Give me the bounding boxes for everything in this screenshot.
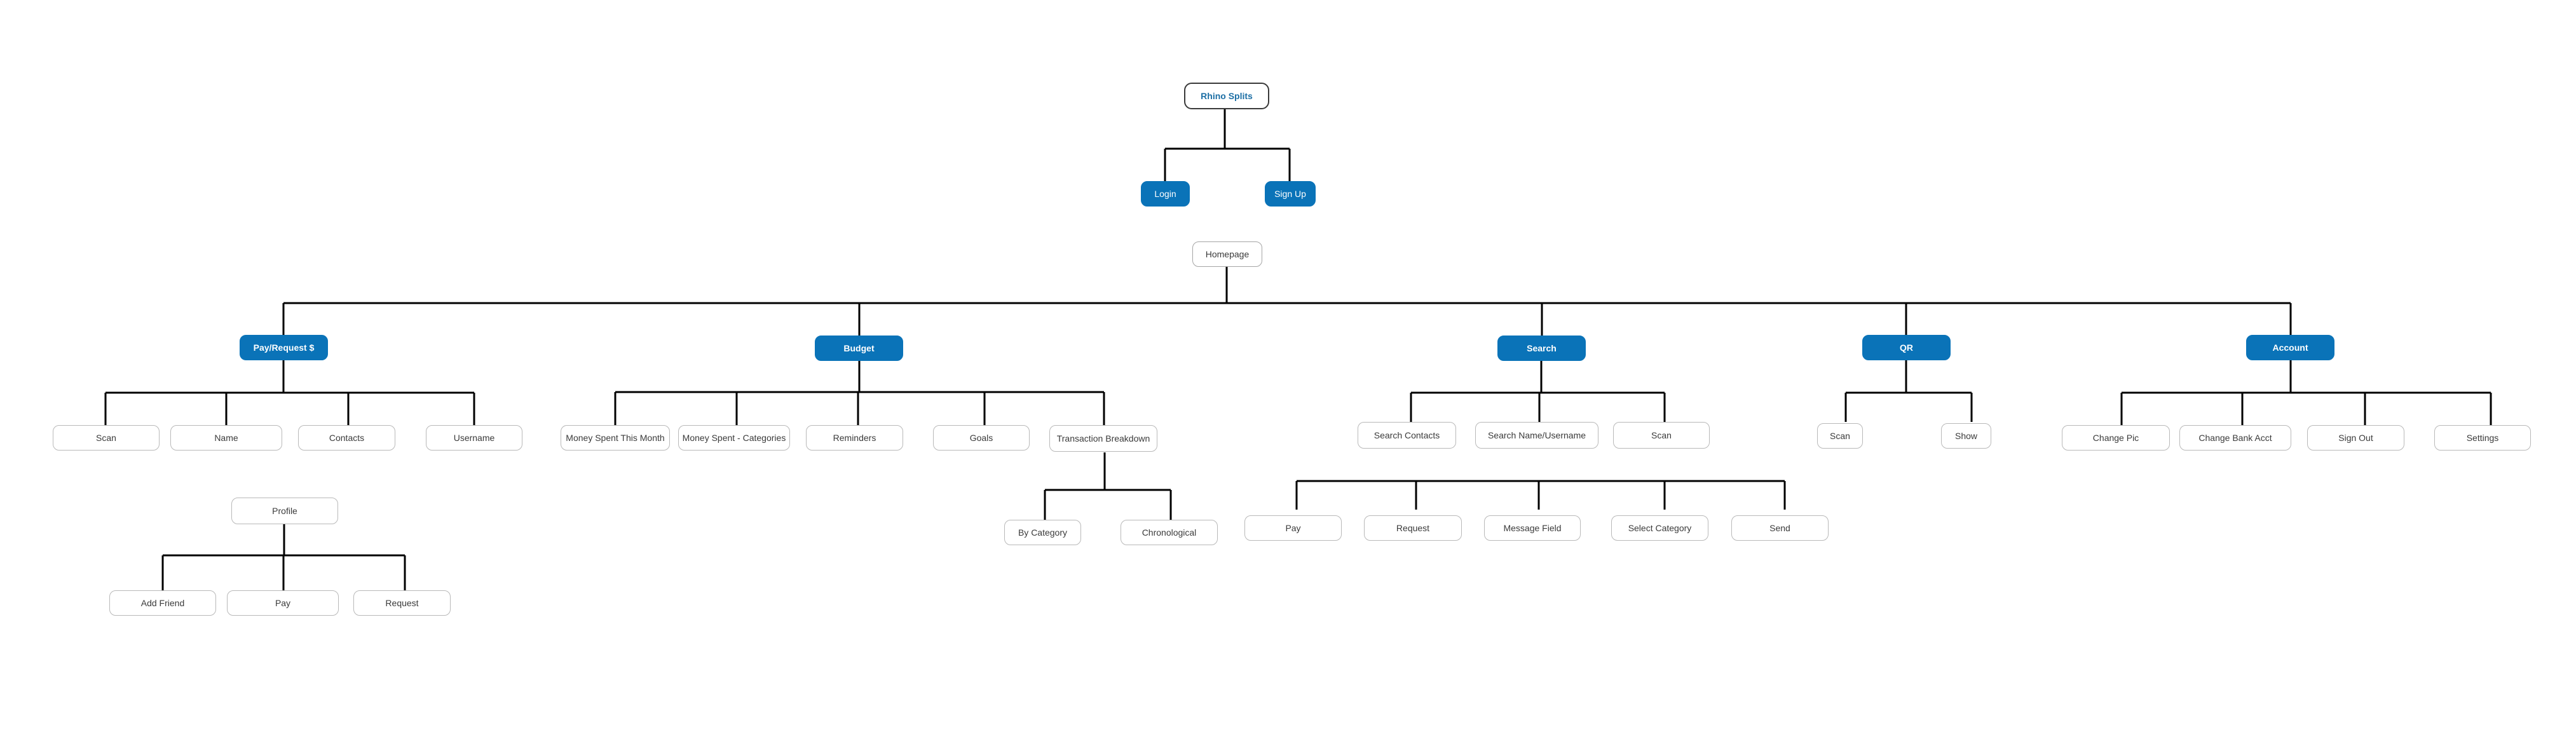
profile-add-friend-node[interactable]: Add Friend	[109, 590, 216, 616]
search-action-request-node[interactable]: Request	[1364, 515, 1462, 541]
search-action-send-node[interactable]: Send	[1731, 515, 1829, 541]
qr-show-node[interactable]: Show	[1941, 423, 1991, 449]
account-settings-node[interactable]: Settings	[2434, 425, 2531, 451]
pay-request-node[interactable]: Pay/Request $	[240, 335, 328, 360]
connector-profile-children	[161, 524, 406, 592]
search-action-message-field-node[interactable]: Message Field	[1484, 515, 1581, 541]
search-name-username-node[interactable]: Search Name/Username	[1475, 422, 1598, 449]
pay-scan-node[interactable]: Scan	[53, 425, 160, 451]
qr-scan-node[interactable]: Scan	[1817, 423, 1863, 449]
budget-spent-month-node[interactable]: Money Spent This Month	[561, 425, 670, 451]
budget-goals-node[interactable]: Goals	[933, 425, 1030, 451]
search-contacts-node[interactable]: Search Contacts	[1358, 422, 1456, 449]
connector-budget-children	[614, 361, 1105, 425]
connector-search-actions	[1295, 480, 1786, 510]
connector-qr-children	[1844, 360, 1973, 422]
qr-node[interactable]: QR	[1862, 335, 1951, 360]
connector-account-children	[2120, 360, 2492, 425]
search-scan-node[interactable]: Scan	[1613, 422, 1710, 449]
pay-name-node[interactable]: Name	[170, 425, 282, 451]
budget-transaction-breakdown-node[interactable]: Transaction Breakdown	[1049, 425, 1157, 452]
profile-pay-node[interactable]: Pay	[227, 590, 339, 616]
breakdown-chronological-node[interactable]: Chronological	[1121, 520, 1218, 545]
login-button[interactable]: Login	[1141, 181, 1190, 207]
budget-spent-categories-node[interactable]: Money Spent - Categories	[678, 425, 790, 451]
profile-request-node[interactable]: Request	[353, 590, 451, 616]
account-sign-out-node[interactable]: Sign Out	[2307, 425, 2404, 451]
account-node[interactable]: Account	[2246, 335, 2334, 360]
search-action-select-category-node[interactable]: Select Category	[1611, 515, 1708, 541]
connector-home-sections	[282, 267, 2292, 336]
search-action-pay-node[interactable]: Pay	[1244, 515, 1342, 541]
pay-username-node[interactable]: Username	[426, 425, 522, 451]
budget-node[interactable]: Budget	[815, 336, 903, 361]
account-change-bank-node[interactable]: Change Bank Acct	[2179, 425, 2291, 451]
profile-node[interactable]: Profile	[231, 498, 338, 524]
budget-reminders-node[interactable]: Reminders	[806, 425, 903, 451]
breakdown-by-category-node[interactable]: By Category	[1004, 520, 1081, 545]
root-node[interactable]: Rhino Splits	[1184, 83, 1269, 109]
connector-breakdown-children	[1044, 452, 1172, 520]
connector-pay-children	[104, 360, 475, 425]
connector-search-children	[1410, 361, 1666, 422]
homepage-node[interactable]: Homepage	[1192, 241, 1262, 267]
connector-root-auth	[1164, 108, 1291, 181]
signup-button[interactable]: Sign Up	[1265, 181, 1316, 207]
pay-contacts-node[interactable]: Contacts	[298, 425, 395, 451]
search-node[interactable]: Search	[1497, 336, 1586, 361]
account-change-pic-node[interactable]: Change Pic	[2062, 425, 2170, 451]
